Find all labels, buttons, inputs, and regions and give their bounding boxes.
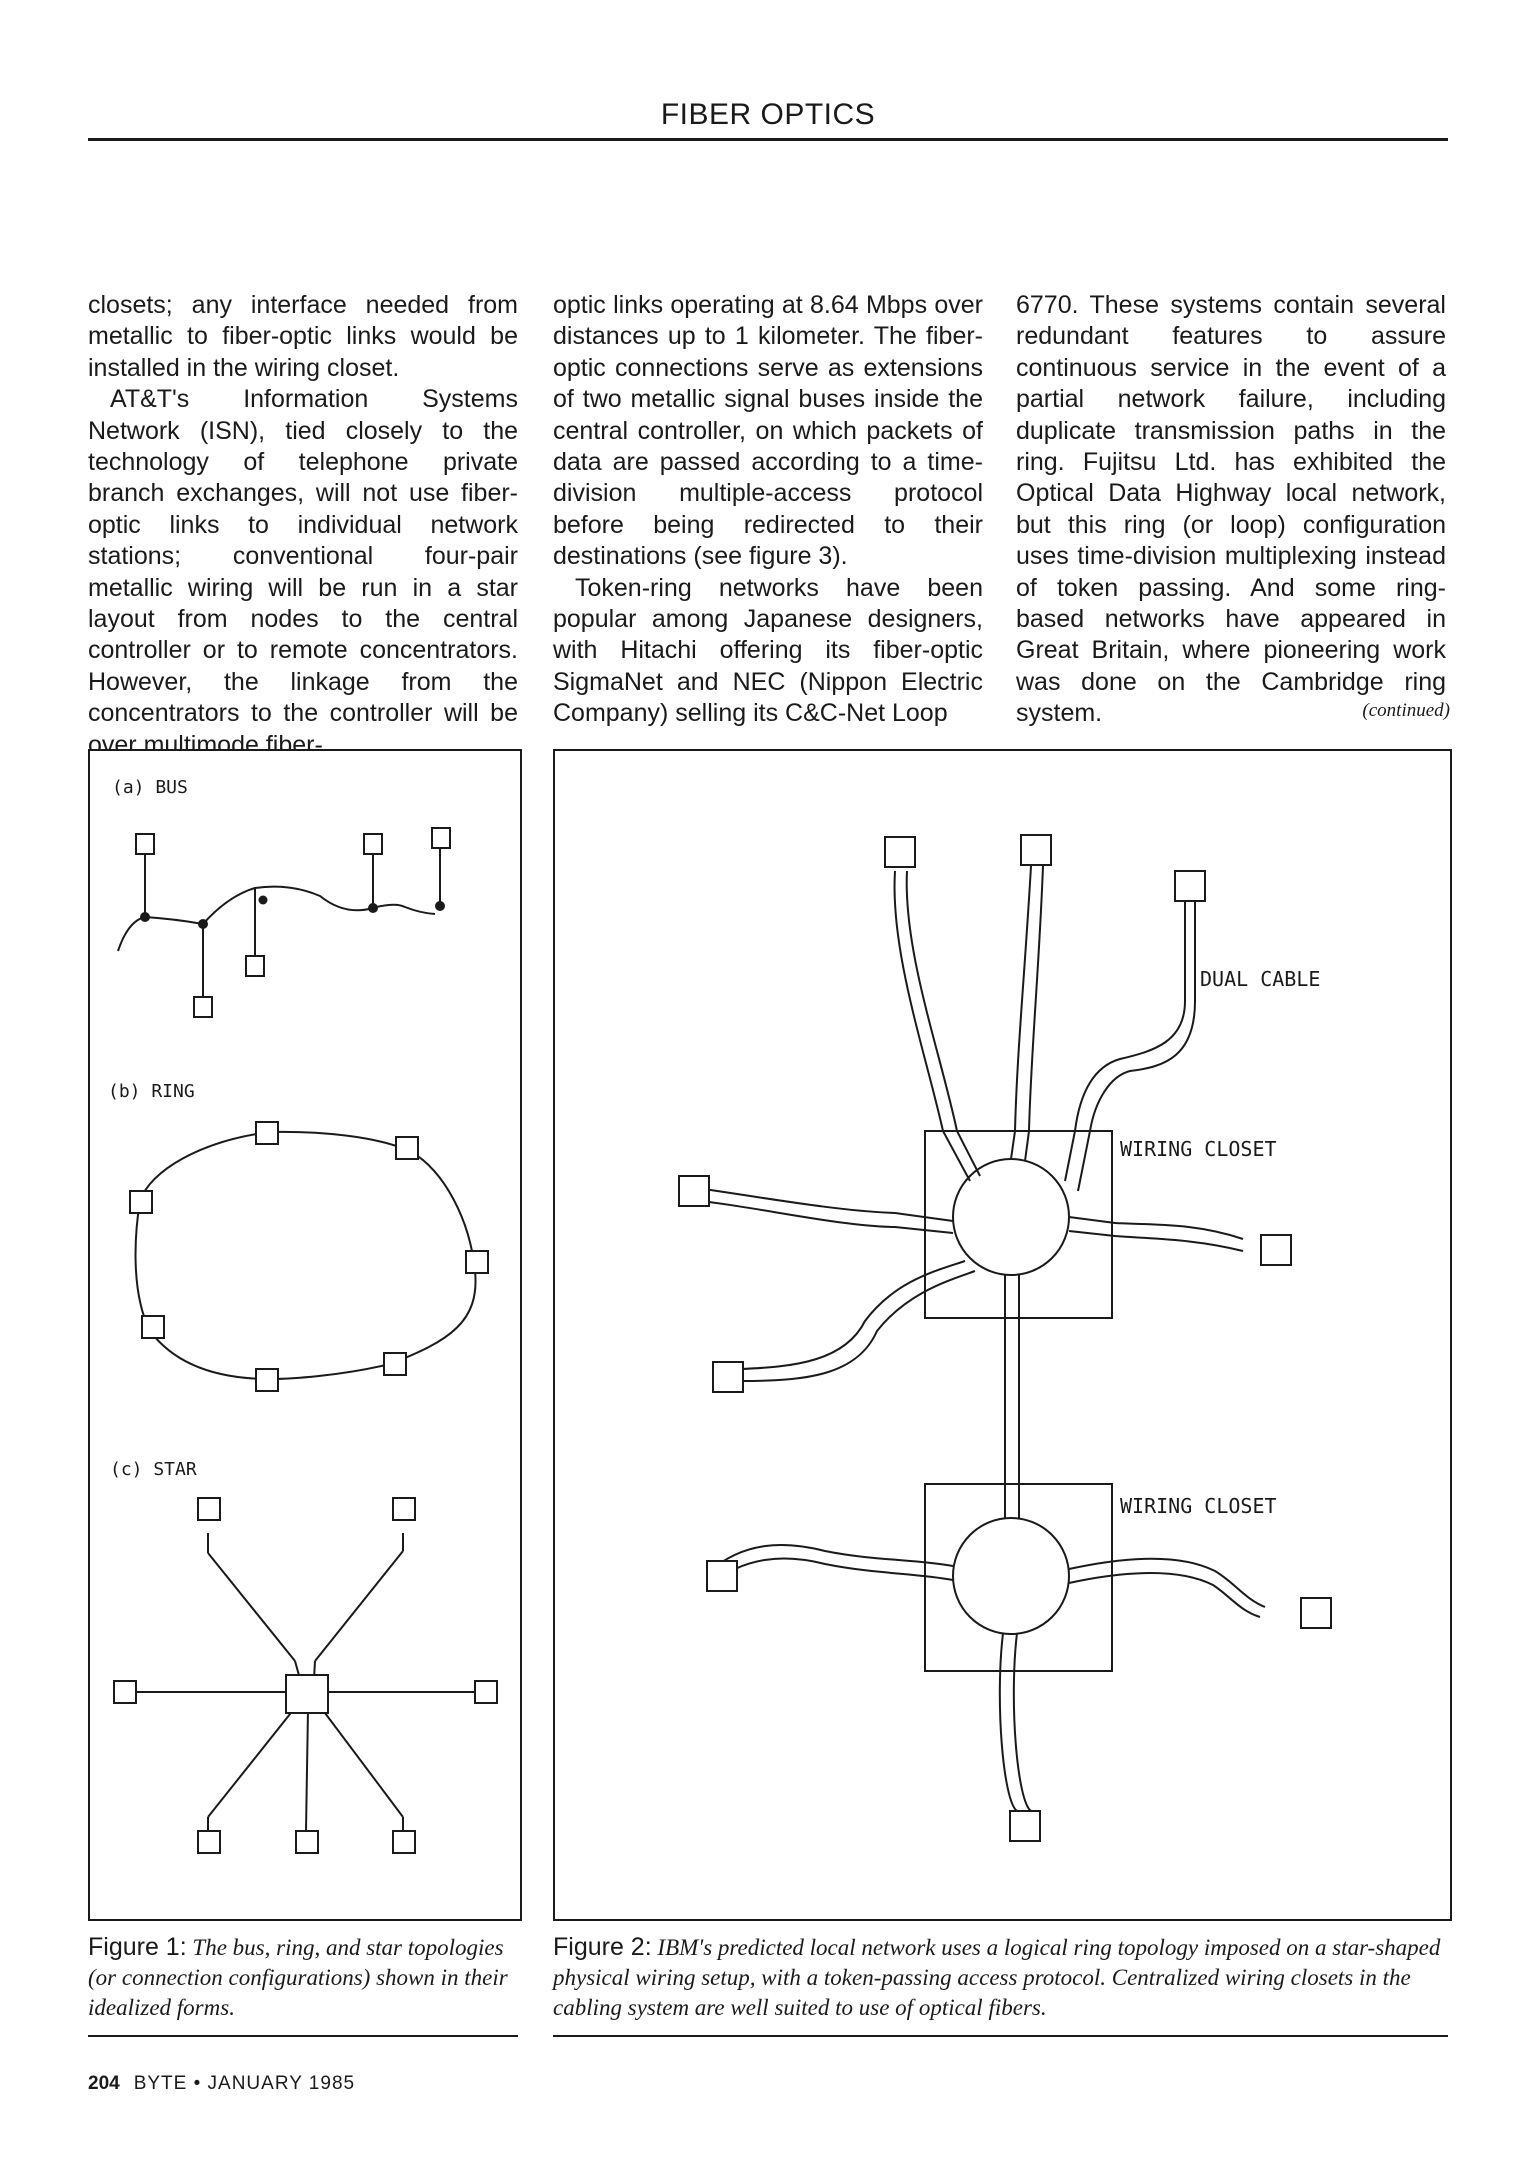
wiring-closet-label-top: WIRING CLOSET xyxy=(1120,1137,1277,1161)
hub-bottom xyxy=(952,1517,1070,1635)
paragraph: optic links operating at 8.64 Mbps over … xyxy=(553,291,983,571)
figure-2-diagram: DUAL CABLE WIRING CLOSET WIRING CLOSET xyxy=(678,834,1332,1842)
body-column-3: 6770. These systems contain several redu… xyxy=(1016,290,1446,730)
figure-1-diagram: (a) BUS (b) RING (c) STAR xyxy=(108,777,498,1854)
caption-lead: Figure 2: xyxy=(553,1933,652,1961)
wiring-closet-label-bottom: WIRING CLOSET xyxy=(1120,1494,1277,1518)
hub-top xyxy=(952,1158,1070,1276)
paragraph: closets; any interface needed from metal… xyxy=(88,291,518,382)
body-column-2: optic links operating at 8.64 Mbps over … xyxy=(553,290,983,730)
dual-cable-label: DUAL CABLE xyxy=(1200,967,1320,991)
continued-note: (continued) xyxy=(1362,700,1450,721)
figure-2: DUAL CABLE WIRING CLOSET WIRING CLOSET xyxy=(553,749,1452,1921)
caption-lead: Figure 1: xyxy=(88,1933,187,1961)
ring-label: (b) RING xyxy=(108,1081,195,1102)
ring-topology xyxy=(129,1121,489,1392)
star-topology xyxy=(113,1497,498,1854)
paragraph: AT&T's Information Systems Network (ISN)… xyxy=(88,385,518,759)
star-label: (c) STAR xyxy=(110,1459,197,1480)
figure-2-caption: Figure 2: IBM's predicted local network … xyxy=(553,1932,1448,2023)
bus-label: (a) BUS xyxy=(112,777,188,798)
end-stations xyxy=(678,834,1332,1842)
dual-cables-top xyxy=(682,865,1244,1519)
caption-text: The bus, ring, and star topologies (or c… xyxy=(88,1935,508,2020)
caption-rule xyxy=(553,2035,1448,2037)
paragraph: 6770. These systems contain several redu… xyxy=(1016,291,1446,728)
caption-text: IBM's predicted local network uses a log… xyxy=(553,1935,1441,2020)
dual-cables-bottom xyxy=(709,1544,1266,1812)
figure-1: (a) BUS (b) RING (c) STAR xyxy=(88,749,522,1921)
bus-topology xyxy=(117,827,451,1018)
figure-1-caption: Figure 1: The bus, ring, and star topolo… xyxy=(88,1932,518,2023)
page-footer: 204 BYTE • JANUARY 1985 xyxy=(88,2073,355,2095)
magazine-issue: BYTE • JANUARY 1985 xyxy=(133,2073,356,2094)
header-rule xyxy=(88,138,1448,141)
page-number: 204 xyxy=(88,2073,120,2094)
body-column-1: closets; any interface needed from metal… xyxy=(88,290,518,761)
running-head: FIBER OPTICS xyxy=(660,98,876,131)
paragraph: Token-ring networks have been popular am… xyxy=(553,573,983,728)
caption-rule xyxy=(88,2035,518,2037)
